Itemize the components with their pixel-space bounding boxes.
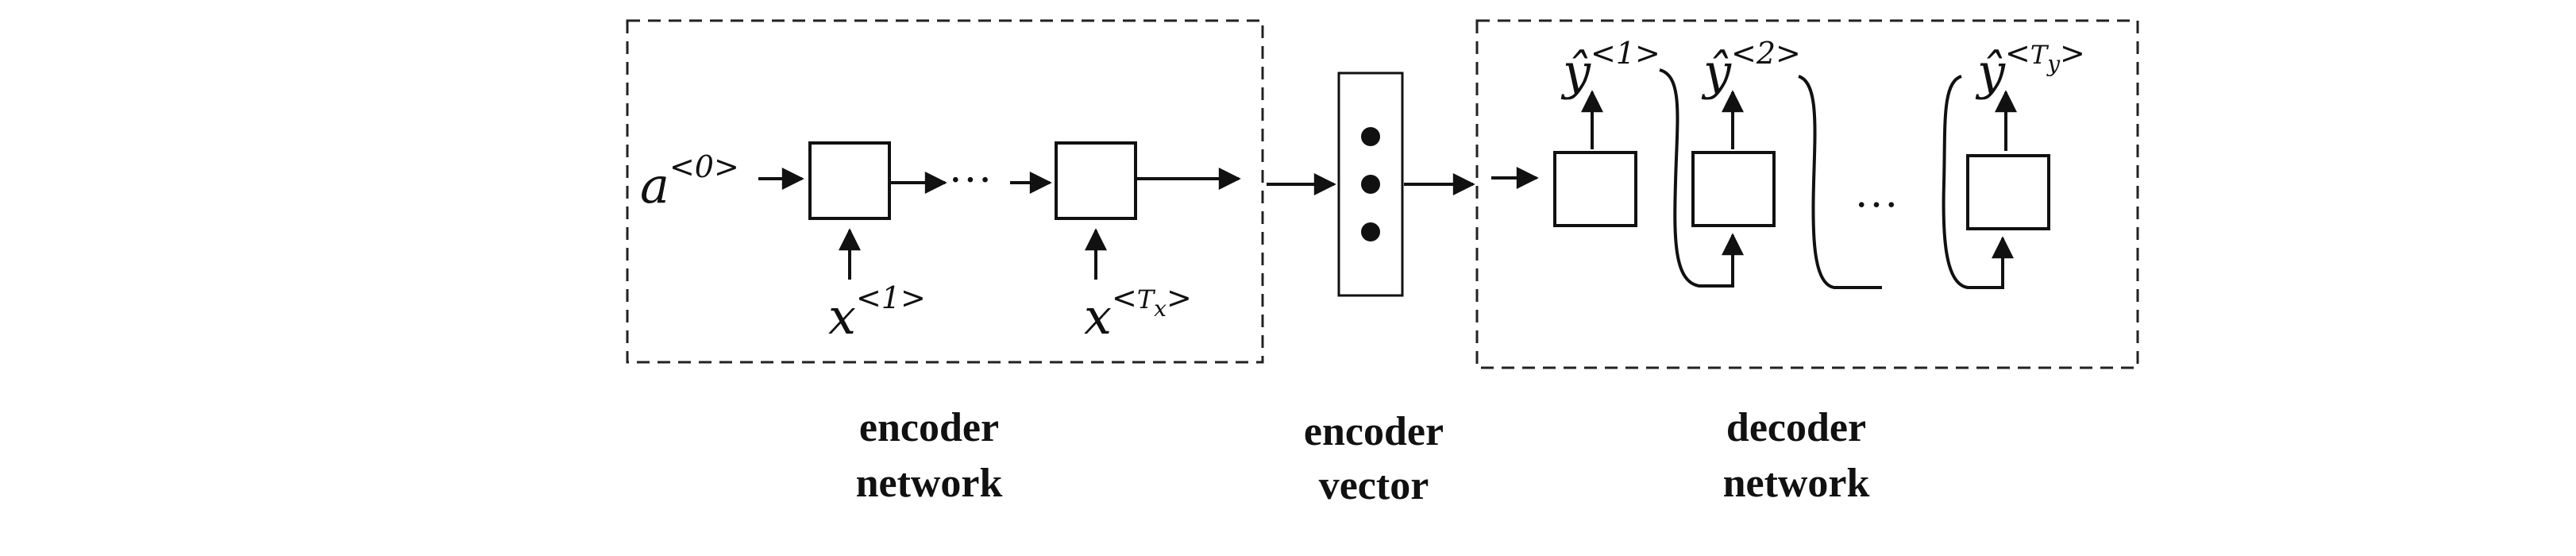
decoder-network-caption-line2: network xyxy=(1723,461,1870,506)
yTy-base: ŷ xyxy=(1975,43,2006,101)
yTy-label: ŷ<Ty> xyxy=(1975,36,2085,101)
y1-label: ŷ<1> xyxy=(1560,36,1660,101)
x1-label: x<1> xyxy=(828,280,926,346)
y1-base: ŷ xyxy=(1560,43,1591,101)
feedback-curve-3 xyxy=(1942,75,2003,289)
encoder-initial-state-label: a<0> xyxy=(640,149,739,214)
decoder-cell-2 xyxy=(1691,151,1776,227)
yTy-sup-open: < xyxy=(2005,36,2030,71)
y2-base: ŷ xyxy=(1701,43,1732,101)
xTx-base: x xyxy=(1084,288,1112,346)
x1-sup: <1> xyxy=(856,280,926,315)
decoder-cell-last xyxy=(1966,154,2050,230)
encoder-network-caption-line1: encoder xyxy=(859,405,999,450)
decoder-ellipsis: … xyxy=(1854,168,1899,217)
encoder-vector-caption-line1: encoder xyxy=(1304,409,1444,454)
encoder-ellipsis: ··· xyxy=(948,156,993,205)
vector-dot-3 xyxy=(1361,222,1380,241)
x1-base: x xyxy=(828,288,856,346)
initial-state-sup: <0> xyxy=(669,149,739,184)
yTy-sup-close: > xyxy=(2060,36,2085,71)
encoder-network-caption-line2: network xyxy=(856,461,1003,506)
y2-label: ŷ<2> xyxy=(1701,36,1801,101)
yTy-sup-T: T xyxy=(2030,40,2050,70)
decoder-network-caption-line1: decoder xyxy=(1726,405,1866,450)
xTx-label: x<Tx> xyxy=(1084,280,1192,346)
xTx-sup-T: T xyxy=(1137,284,1156,315)
initial-state-base: a xyxy=(640,156,669,214)
yTy-sup-sub: y xyxy=(2046,51,2061,77)
y2-sup: <2> xyxy=(1731,36,1801,71)
xTx-sup-sub: x xyxy=(1154,295,1167,322)
encoder-cell-last xyxy=(1055,141,1137,220)
xTx-sup-open: < xyxy=(1112,280,1137,315)
encoder-cell-1 xyxy=(808,141,891,220)
feedback-curve-2 xyxy=(1798,75,1882,289)
vector-dot-1 xyxy=(1361,127,1380,146)
decoder-network-frame xyxy=(1475,19,2139,369)
feedback-curve-1 xyxy=(1659,68,1731,288)
vector-dot-2 xyxy=(1361,175,1380,194)
encoder-vector-caption-line2: vector xyxy=(1319,463,1429,508)
encoder-network-frame xyxy=(626,19,1264,364)
y1-sup: <1> xyxy=(1591,36,1660,71)
xTx-sup-close: > xyxy=(1167,280,1192,315)
decoder-cell-1 xyxy=(1553,151,1637,227)
